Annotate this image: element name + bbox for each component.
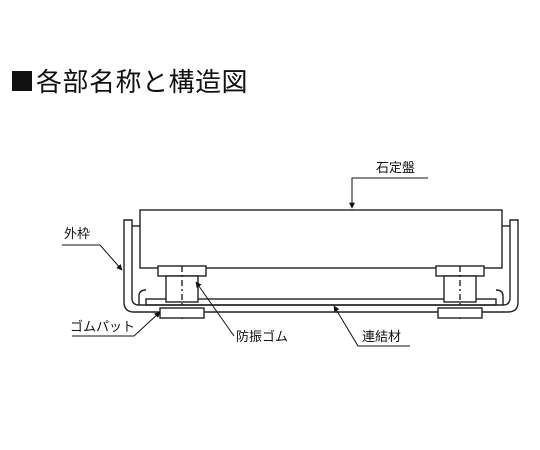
section-heading: 各部名称と構造図 xyxy=(12,62,248,99)
section-title: 各部名称と構造図 xyxy=(36,68,249,98)
leader-outer-frame xyxy=(62,244,123,271)
stone-plate-shape xyxy=(139,209,503,269)
left-rubber-pad-shape xyxy=(159,307,205,319)
leader-vibration-rubber xyxy=(195,281,235,337)
right-rubber-pad-shape xyxy=(437,307,483,319)
connecting-member-shape xyxy=(145,298,497,306)
square-bullet-icon xyxy=(12,70,32,91)
outer-frame-outline xyxy=(123,219,519,313)
label-connecting-member: 連結材 xyxy=(362,330,401,345)
label-rubber-pad: ゴムパット xyxy=(70,319,135,335)
label-stone-plate: 石定盤 xyxy=(376,161,415,176)
label-outer-frame: 外枠 xyxy=(64,227,90,242)
leader-connecting-member xyxy=(333,305,410,347)
leader-stone-plate xyxy=(349,177,428,209)
outer-frame-left-corner xyxy=(138,289,147,305)
outer-frame-right-corner xyxy=(495,289,504,305)
leader-rubber-pad xyxy=(72,311,161,337)
label-vibration-rubber: 防振ゴム xyxy=(236,329,288,345)
